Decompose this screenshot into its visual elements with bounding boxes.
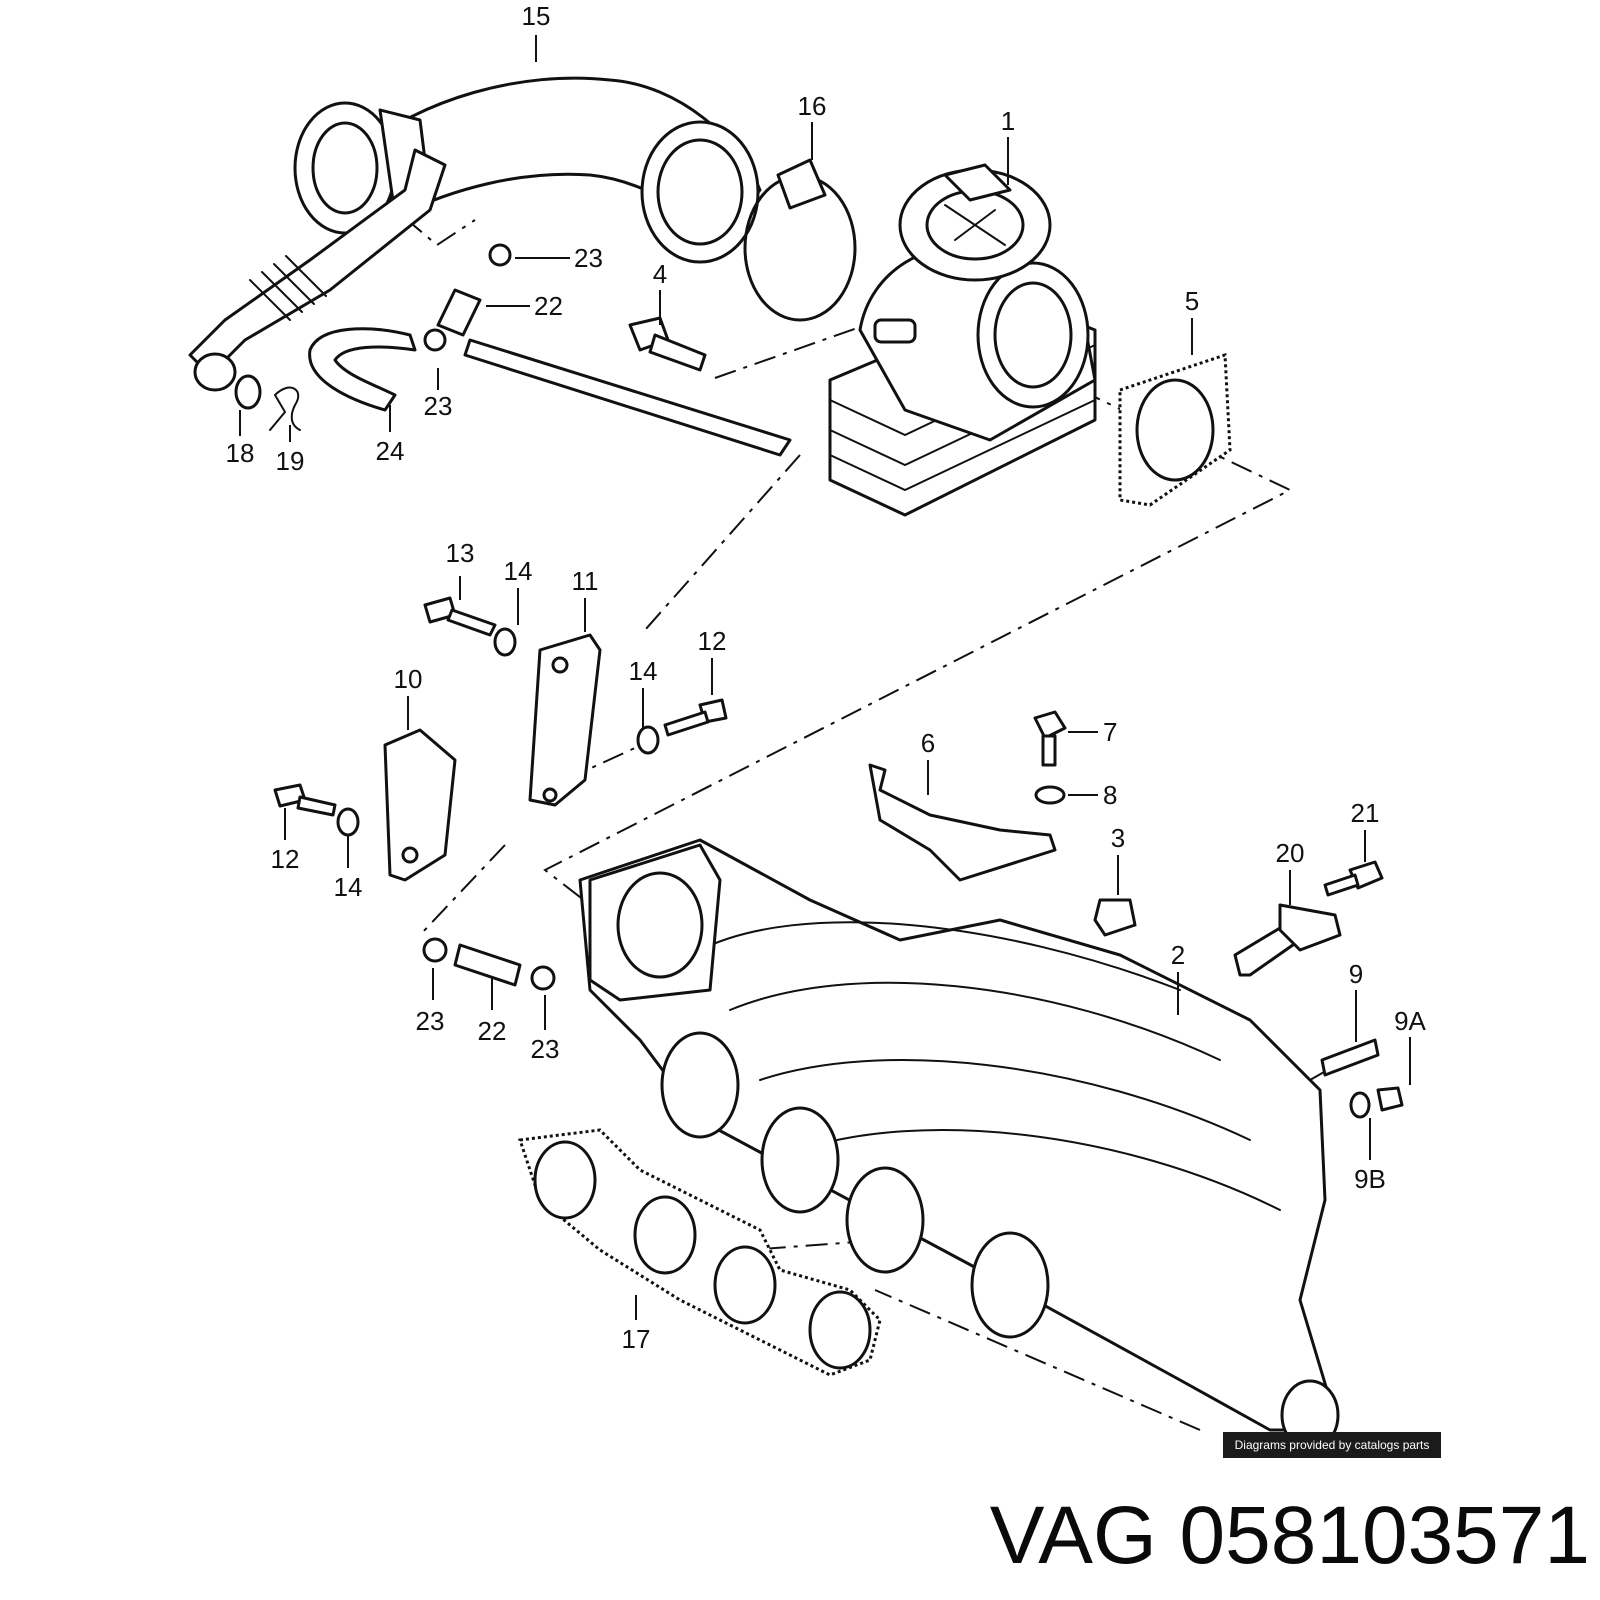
sensor-20 [1233,903,1342,977]
callout-21: 21 [1351,798,1380,828]
callout-12-right: 12 [698,626,727,656]
callout-24: 24 [376,436,405,466]
throttle-body [828,163,1097,517]
hose-clamp [743,158,857,322]
callout-16: 16 [798,91,827,121]
bolt-21 [1323,860,1384,897]
part-number-title: VAG 058103571 [989,1490,1590,1581]
callout-4: 4 [653,259,667,289]
callout-23-low-right: 23 [531,1034,560,1064]
callout-14-a: 14 [504,556,533,586]
callout-23-low-left: 23 [416,1006,445,1036]
callout-22-top: 22 [534,291,563,321]
callout-23-mid: 23 [424,391,453,421]
callout-18: 18 [226,438,255,468]
bracket-11 [528,633,602,807]
callout-17: 17 [622,1324,651,1354]
callout-12-left: 12 [271,844,300,874]
callout-labels: 15 16 1 5 4 23 22 23 24 18 19 13 14 11 1… [226,1,1427,1354]
callout-22-low: 22 [478,1016,507,1046]
callout-19: 19 [276,446,305,476]
nut-3 [1093,898,1137,937]
callout-9: 9 [1349,959,1363,989]
seal-ring-and-clip [234,374,301,431]
bracket-10 [383,728,457,882]
callout-8: 8 [1103,780,1117,810]
breather-hose-lower [422,937,556,991]
callout-9a: 9A [1394,1006,1426,1036]
bolts-and-washers [273,596,728,837]
callout-5: 5 [1185,286,1199,316]
stud-9-nut-washer [1320,1038,1404,1119]
bracket-6 [868,763,1057,882]
callout-9b: 9B [1354,1164,1386,1194]
manifold-gasket [517,1128,882,1377]
callout-11: 11 [572,566,599,596]
callout-13: 13 [446,538,475,568]
callout-14-c: 14 [334,872,363,902]
callout-14-b: 14 [629,656,658,686]
callout-23-top: 23 [574,243,603,273]
callout-3: 3 [1111,823,1125,853]
leader-lines [239,35,1411,1320]
diagram-credit-badge: Diagrams provided by catalogs parts [1223,1432,1441,1458]
callout-7: 7 [1103,717,1117,747]
callout-15: 15 [522,1,551,31]
bolt-4 [628,316,707,372]
callout-6: 6 [921,728,935,758]
callout-2: 2 [1171,940,1185,970]
breather-hoses-upper [308,243,792,457]
callout-20: 20 [1276,838,1305,868]
throttle-gasket [1118,352,1232,507]
callout-1: 1 [1001,106,1015,136]
bolt-7 [1033,710,1067,805]
callout-10: 10 [394,664,423,694]
intake-air-hose [188,76,762,392]
intake-manifold [578,838,1340,1451]
